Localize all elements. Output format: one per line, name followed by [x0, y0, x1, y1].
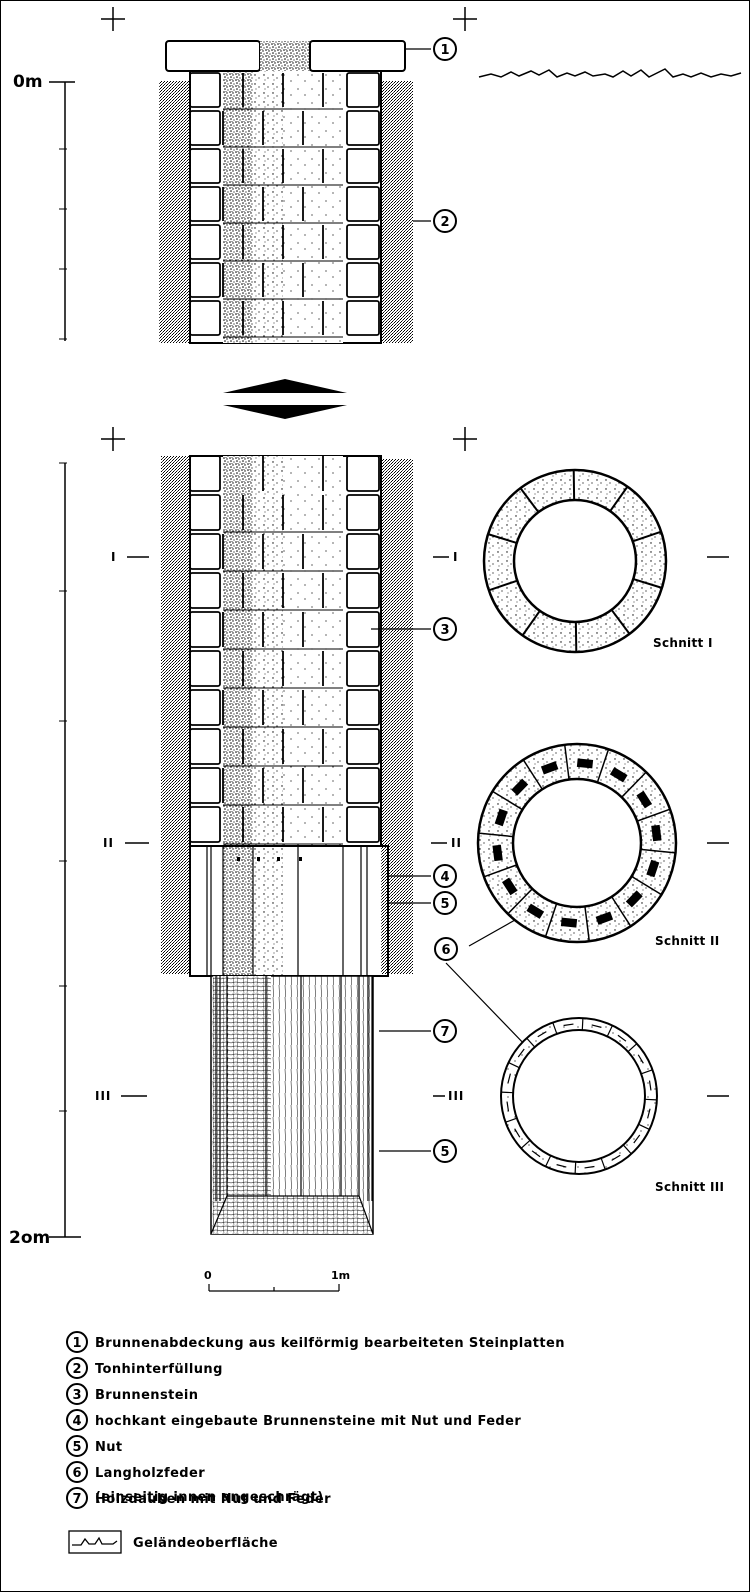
legend-item-4: 4 hochkant eingebaute Brunnensteine mit N… — [67, 1410, 521, 1430]
scale-bar — [209, 1284, 339, 1291]
svg-text:Brunnenstein: Brunnenstein — [95, 1388, 198, 1403]
terrain-legend-symbol — [69, 1531, 121, 1553]
callout-4: 4 — [434, 865, 456, 887]
level-label-right-II: II — [451, 836, 462, 850]
depth-axis — [49, 82, 81, 1237]
svg-text:7: 7 — [72, 1492, 81, 1507]
depth-label-bottom: 2om — [9, 1228, 50, 1248]
callout-3: 3 — [434, 618, 456, 640]
svg-text:2: 2 — [72, 1362, 81, 1377]
callout-7: 7 — [434, 1020, 456, 1042]
scale-start-label: 0 — [204, 1269, 212, 1282]
level-label-left-I: I — [111, 550, 116, 564]
lower-shaft — [161, 456, 413, 1234]
callout-2: 2 — [434, 210, 456, 232]
svg-text:6: 6 — [441, 943, 450, 958]
svg-text:2: 2 — [440, 215, 449, 230]
svg-text:5: 5 — [440, 1145, 449, 1160]
svg-text:Langholzfeder: Langholzfeder — [95, 1466, 205, 1481]
legend-item-6: 6 Langholzfeder — [67, 1462, 205, 1482]
svg-text:Tonhinterfüllung: Tonhinterfüllung — [95, 1362, 223, 1377]
depth-label-top: 0m — [13, 72, 43, 92]
svg-text:Brunnenabdeckung aus keilför: Brunnenabdeckung aus keilförmig bearbeit… — [95, 1336, 565, 1351]
svg-text:6: 6 — [72, 1466, 81, 1481]
terrain-legend-label: Geländeoberfläche — [133, 1536, 278, 1551]
callout-circles: 1 2 3 4 5 6 7 5 — [434, 38, 457, 1162]
cross-section-I — [484, 470, 666, 652]
svg-text:5: 5 — [440, 897, 449, 912]
level-label-left-III: III — [95, 1089, 111, 1103]
svg-text:4: 4 — [440, 870, 449, 885]
cross-section-III — [501, 1018, 657, 1174]
level-label-right-III: III — [448, 1089, 464, 1103]
legend-item-2: 2 Tonhinterfüllung — [67, 1358, 223, 1378]
section-label-II: Schnitt II — [655, 934, 720, 948]
section-label-I: Schnitt I — [653, 636, 713, 650]
section-label-III: Schnitt III — [655, 1180, 724, 1194]
scale-end-label: 1m — [331, 1269, 350, 1282]
upper-shaft — [159, 41, 413, 343]
level-label-right-I: I — [453, 550, 458, 564]
svg-text:4: 4 — [72, 1414, 81, 1429]
svg-text:hochkant eingebaute Brunnens: hochkant eingebaute Brunnensteine mit Nu… — [95, 1414, 521, 1429]
callout-5: 5 — [434, 1140, 456, 1162]
svg-text:3: 3 — [440, 623, 449, 638]
callout-1: 1 — [434, 38, 456, 60]
callout-5: 5 — [434, 892, 456, 914]
cross-section-II — [478, 744, 676, 942]
svg-text:7: 7 — [440, 1025, 449, 1040]
break-marker — [223, 379, 347, 419]
legend: 1 Brunnenabdeckung aus keilförmig bearbei… — [67, 1332, 565, 1508]
legend-item-3: 3 Brunnenstein — [67, 1384, 198, 1404]
legend-item-1: 1 Brunnenabdeckung aus keilförmig bearbei… — [67, 1332, 565, 1352]
level-label-left-II: II — [103, 836, 114, 850]
callout-6: 6 — [435, 938, 457, 960]
legend-note: (einseitig innen angeschrägt) — [95, 1490, 324, 1505]
svg-text:Nut: Nut — [95, 1440, 123, 1455]
svg-text:1: 1 — [440, 43, 449, 58]
svg-text:1: 1 — [72, 1336, 81, 1351]
svg-text:3: 3 — [72, 1388, 81, 1403]
legend-item-5: 5 Nut — [67, 1436, 123, 1456]
svg-text:5: 5 — [72, 1440, 81, 1455]
terrain-surface-line — [479, 69, 741, 77]
